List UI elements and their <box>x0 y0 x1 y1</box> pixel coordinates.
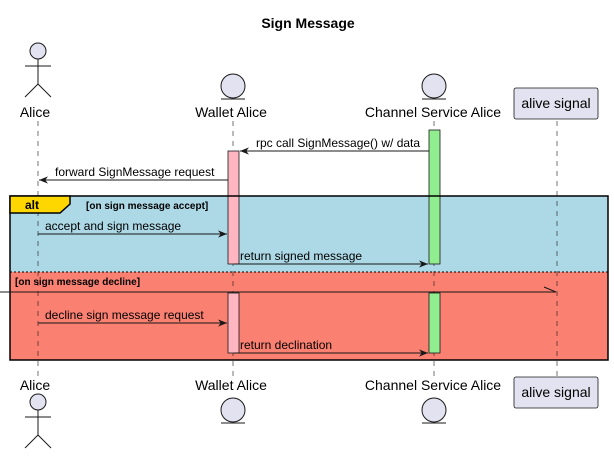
participant-label-alice-top: Alice <box>20 104 51 120</box>
channel-activation-accept <box>428 129 441 265</box>
channel-entity-icon-bottom <box>421 397 447 423</box>
alt-decline-condition: [on sign message decline] <box>15 277 140 288</box>
alt-tab <box>9 195 71 214</box>
wallet-activation-decline <box>227 292 240 354</box>
participant-box-signal-bottom <box>513 376 599 409</box>
participant-label-signal-bottom: alive signal <box>521 384 590 400</box>
participant-label-alice-bottom: Alice <box>20 377 51 393</box>
wallet-entity-icon-bottom <box>220 397 246 423</box>
message-label-return-signed: return signed message <box>240 249 362 263</box>
participant-box-signal-top <box>513 87 599 120</box>
alt-accept-condition: [on sign message accept] <box>86 201 208 212</box>
alice-actor-top <box>24 42 52 98</box>
wallet-activation-accept <box>227 150 240 265</box>
participant-label-wallet-top: Wallet Alice <box>195 104 267 120</box>
participant-label-channel-top: Channel Service Alice <box>365 104 501 120</box>
diagram-title: Sign Message <box>261 15 355 31</box>
alt-frame <box>9 195 609 361</box>
channel-activation-decline <box>428 292 441 354</box>
channel-entity-icon-top <box>421 73 447 99</box>
alice-actor-bottom <box>24 393 52 449</box>
participant-label-signal-top: alive signal <box>521 95 590 111</box>
message-label-accept-sign: accept and sign message <box>45 219 181 233</box>
message-label-decline-request: decline sign message request <box>45 308 204 322</box>
message-label-rpc-call: rpc call SignMessage() w/ data <box>256 136 420 150</box>
alt-decline-region <box>10 272 608 360</box>
wallet-entity-icon-top <box>220 73 246 99</box>
participant-label-wallet-bottom: Wallet Alice <box>195 377 267 393</box>
message-label-return-declination: return declination <box>240 338 332 352</box>
message-label-forward-request: forward SignMessage request <box>55 165 215 179</box>
participant-label-channel-bottom: Channel Service Alice <box>365 377 501 393</box>
alt-keyword: alt <box>25 198 39 212</box>
alive-signal-arrowhead <box>543 286 557 293</box>
